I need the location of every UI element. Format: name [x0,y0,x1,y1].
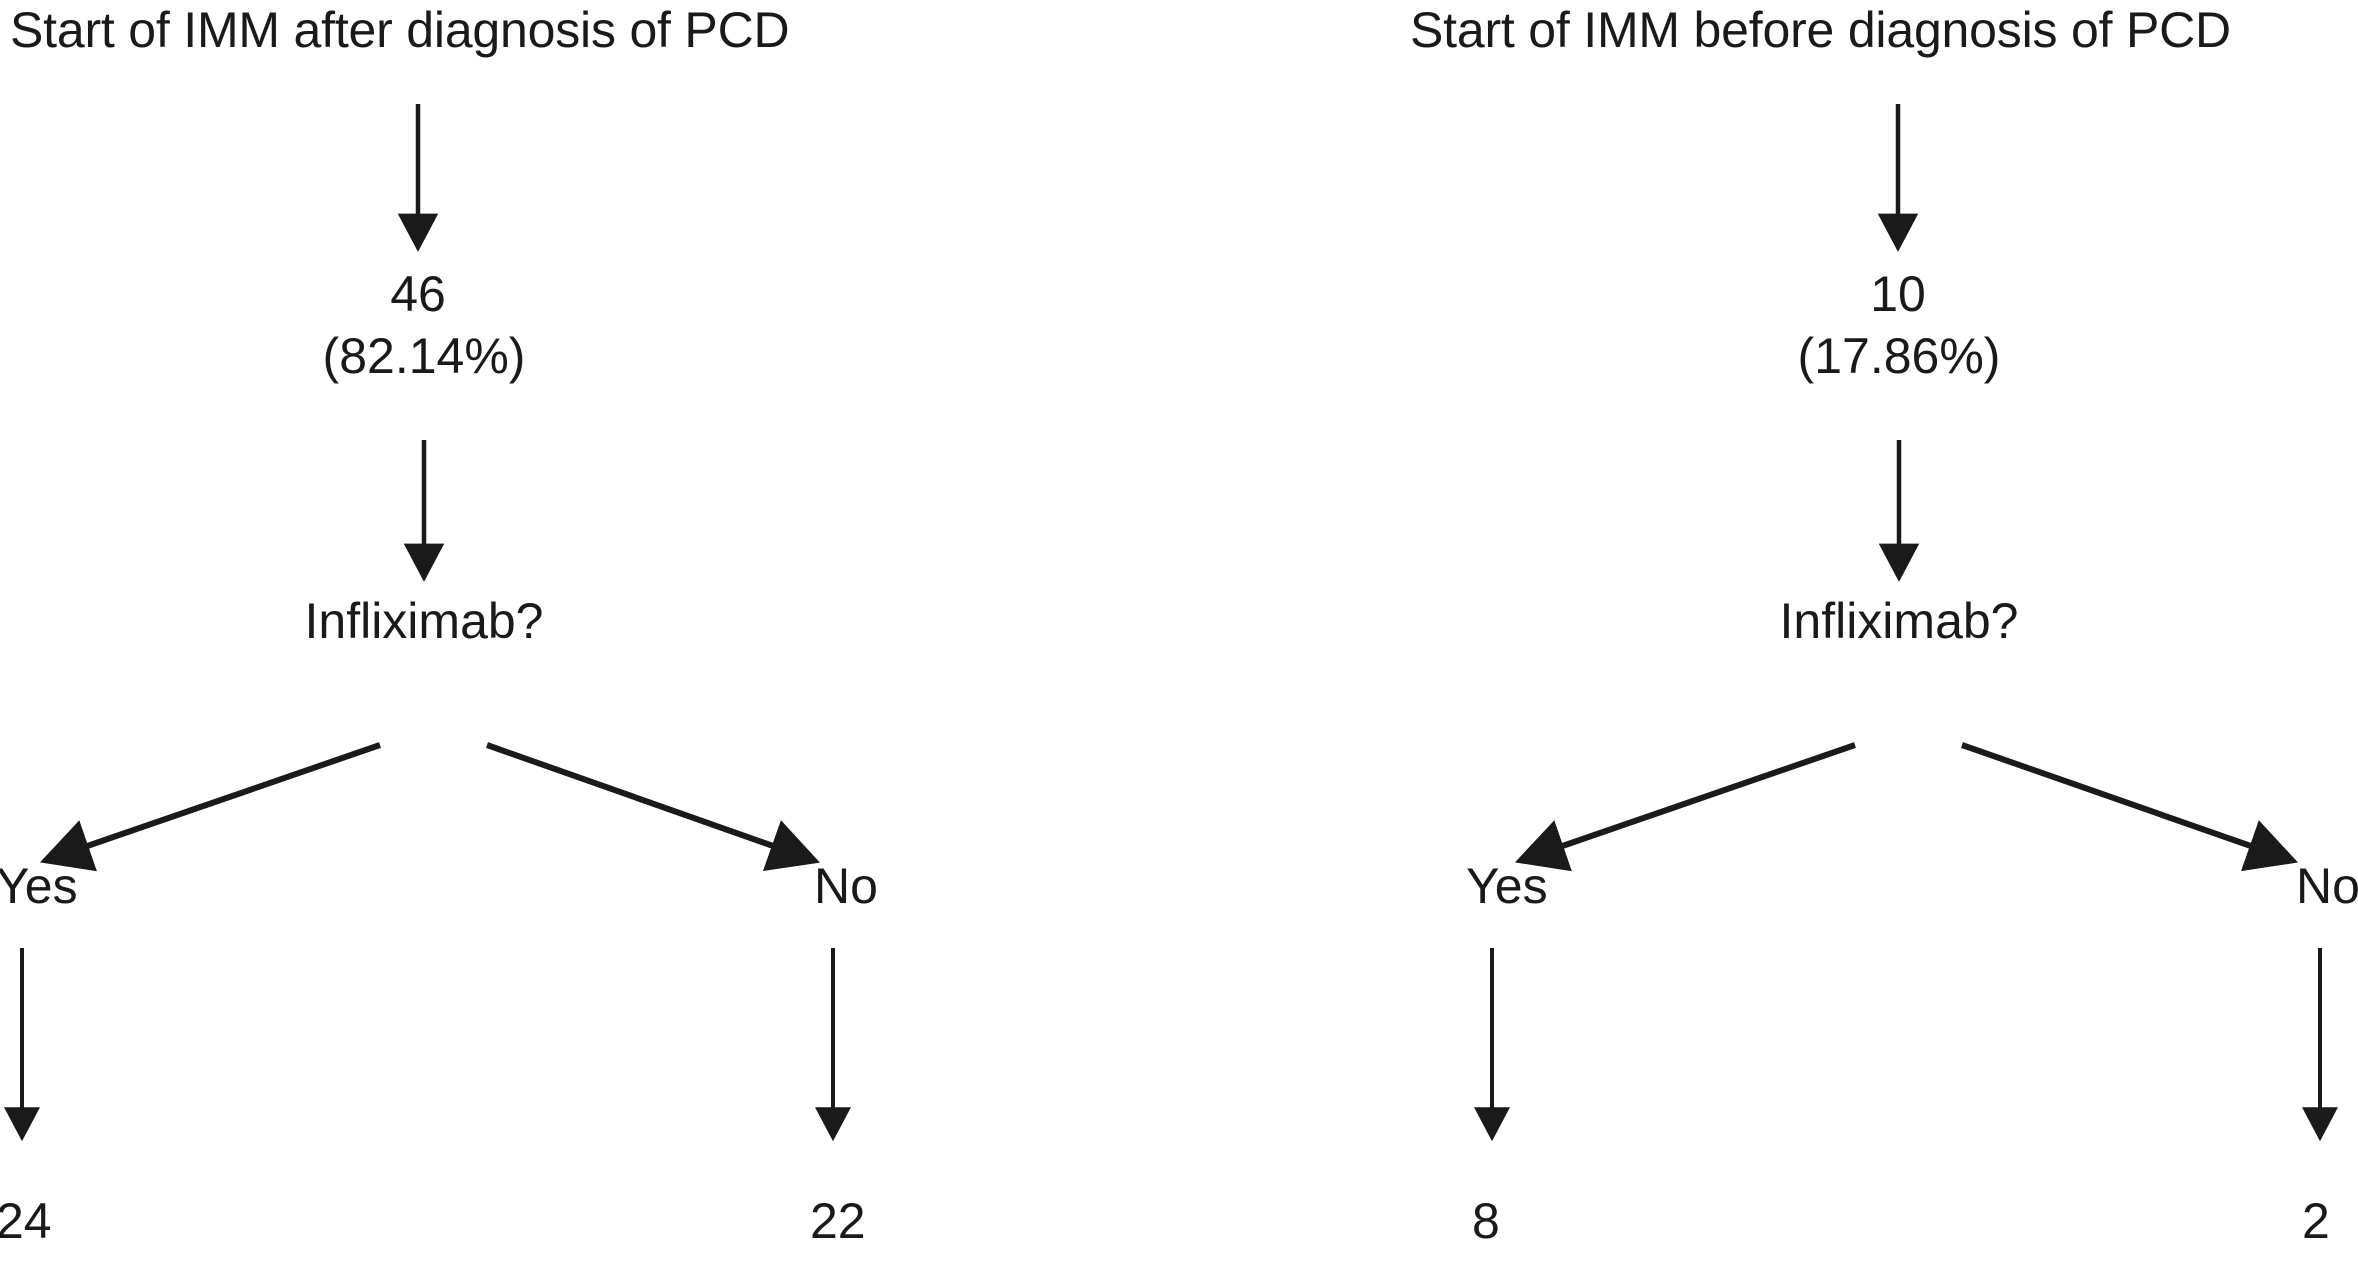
tree-right-node-percent: (17.86%) [1797,328,2001,384]
arrow-left-decision-to-yes [39,742,381,872]
tree-left-branch-no-label: No [814,858,878,914]
tree-right-decision: Infliximab? [1779,593,2019,649]
tree-right-branch-no-value: 2 [2302,1193,2330,1249]
tree-right-branch-no-label: No [2296,858,2358,914]
tree-right-node-count: 10 [1870,266,1926,322]
tree-right-title: Start of IMM before diagnosis of PCD [1410,2,2231,58]
tree-left-branch-yes-value: 24 [0,1193,52,1249]
tree-right-branch-yes-label: Yes [1466,858,1548,914]
tree-right-branch-yes-value: 8 [1472,1193,1500,1249]
arrow-left-decision-to-no [486,742,820,872]
tree-left-branch-no-value: 22 [810,1193,866,1249]
arrow-right-decision-to-no [1961,742,2299,872]
tree-left-node-count: 46 [390,266,446,322]
arrow-right-decision-to-yes [1514,742,1856,872]
tree-left-node-percent: (82.14%) [322,328,526,384]
tree-left-decision: Infliximab? [304,593,544,649]
tree-left-title: Start of IMM after diagnosis of PCD [10,2,790,58]
tree-left-branch-yes-label: Yes [0,858,78,914]
